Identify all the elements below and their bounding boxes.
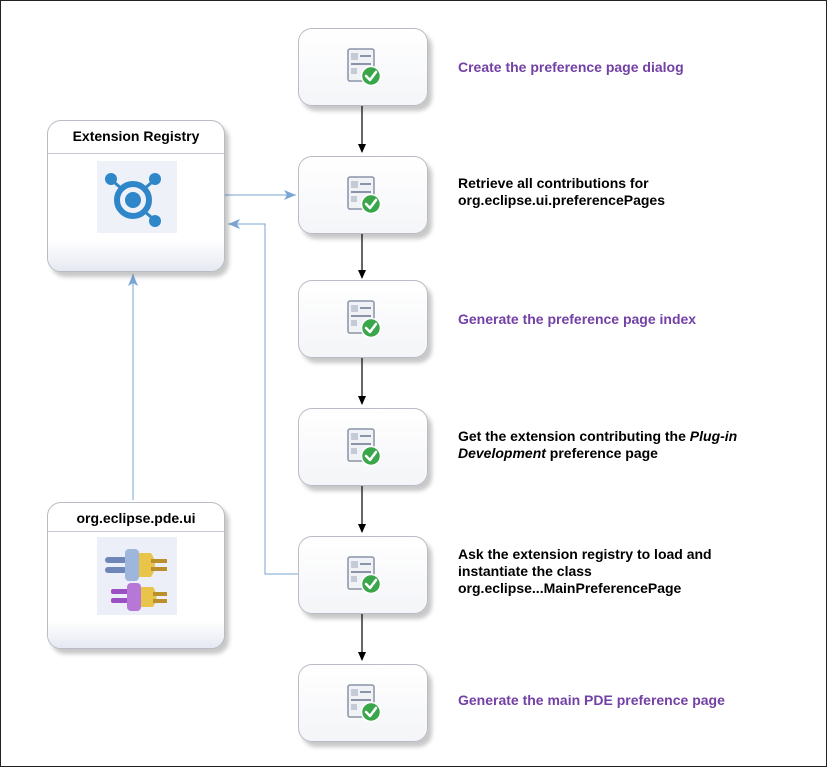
preference-page-check-icon (347, 48, 382, 87)
extension-registry-title: Extension Registry (72, 128, 200, 144)
step-box-6 (298, 664, 428, 742)
step-4-line1-italic: Plug-in (689, 428, 738, 444)
plugin-title: org.eclipse.pde.ui (76, 510, 196, 526)
step-5-label: Ask the extension registry to load and i… (458, 546, 712, 597)
step-4-line1-prefix: Get the extension contributing the (458, 428, 690, 444)
extension-registry-body (48, 153, 224, 241)
step-4-line2-suffix: preference page (545, 445, 658, 461)
step-2-label-line2: org.eclipse.ui.preferencePages (458, 192, 665, 208)
step-4-label-line1: Get the extension contributing the Plug-… (458, 428, 737, 445)
step-box-5 (298, 536, 428, 614)
preference-page-check-icon (347, 300, 382, 339)
preference-page-check-icon (347, 176, 382, 215)
step-2-label: Retrieve all contributions for org.eclip… (458, 175, 665, 209)
step-4-label-line2: Development preference page (458, 445, 737, 462)
preference-page-check-icon (347, 556, 382, 595)
step-4-line2-italic: Development (458, 445, 546, 461)
step-box-1 (298, 28, 428, 106)
step-5-label-line2: instantiate the class (458, 563, 592, 579)
preference-page-check-icon (347, 684, 382, 723)
step-box-3 (298, 280, 428, 358)
step-5-label-line3: org.eclipse...MainPreferencePage (458, 580, 682, 596)
step5-to-registry-arrow (228, 219, 298, 575)
preference-page-check-icon (347, 428, 382, 467)
step-6-label: Generate the main PDE preference page (458, 692, 725, 708)
plugin-box: org.eclipse.pde.ui (47, 502, 225, 649)
step-1-label: Create the preference page dialog (458, 59, 684, 75)
step-box-4 (298, 408, 428, 486)
step-4-label: Get the extension contributing the Plug-… (458, 428, 737, 462)
plugin-footer (48, 621, 224, 648)
extension-registry-icon (97, 161, 177, 233)
step-3-label: Generate the preference page index (458, 311, 697, 327)
extension-registry-footer (48, 240, 224, 271)
plugin-connector-icon (97, 537, 177, 615)
extension-registry-box: Extension Registry (47, 120, 225, 272)
step-box-2 (298, 156, 428, 234)
step-2-label-line1: Retrieve all contributions for (458, 175, 649, 191)
step-5-label-line1: Ask the extension registry to load and (458, 546, 712, 562)
plugin-body (48, 531, 224, 622)
